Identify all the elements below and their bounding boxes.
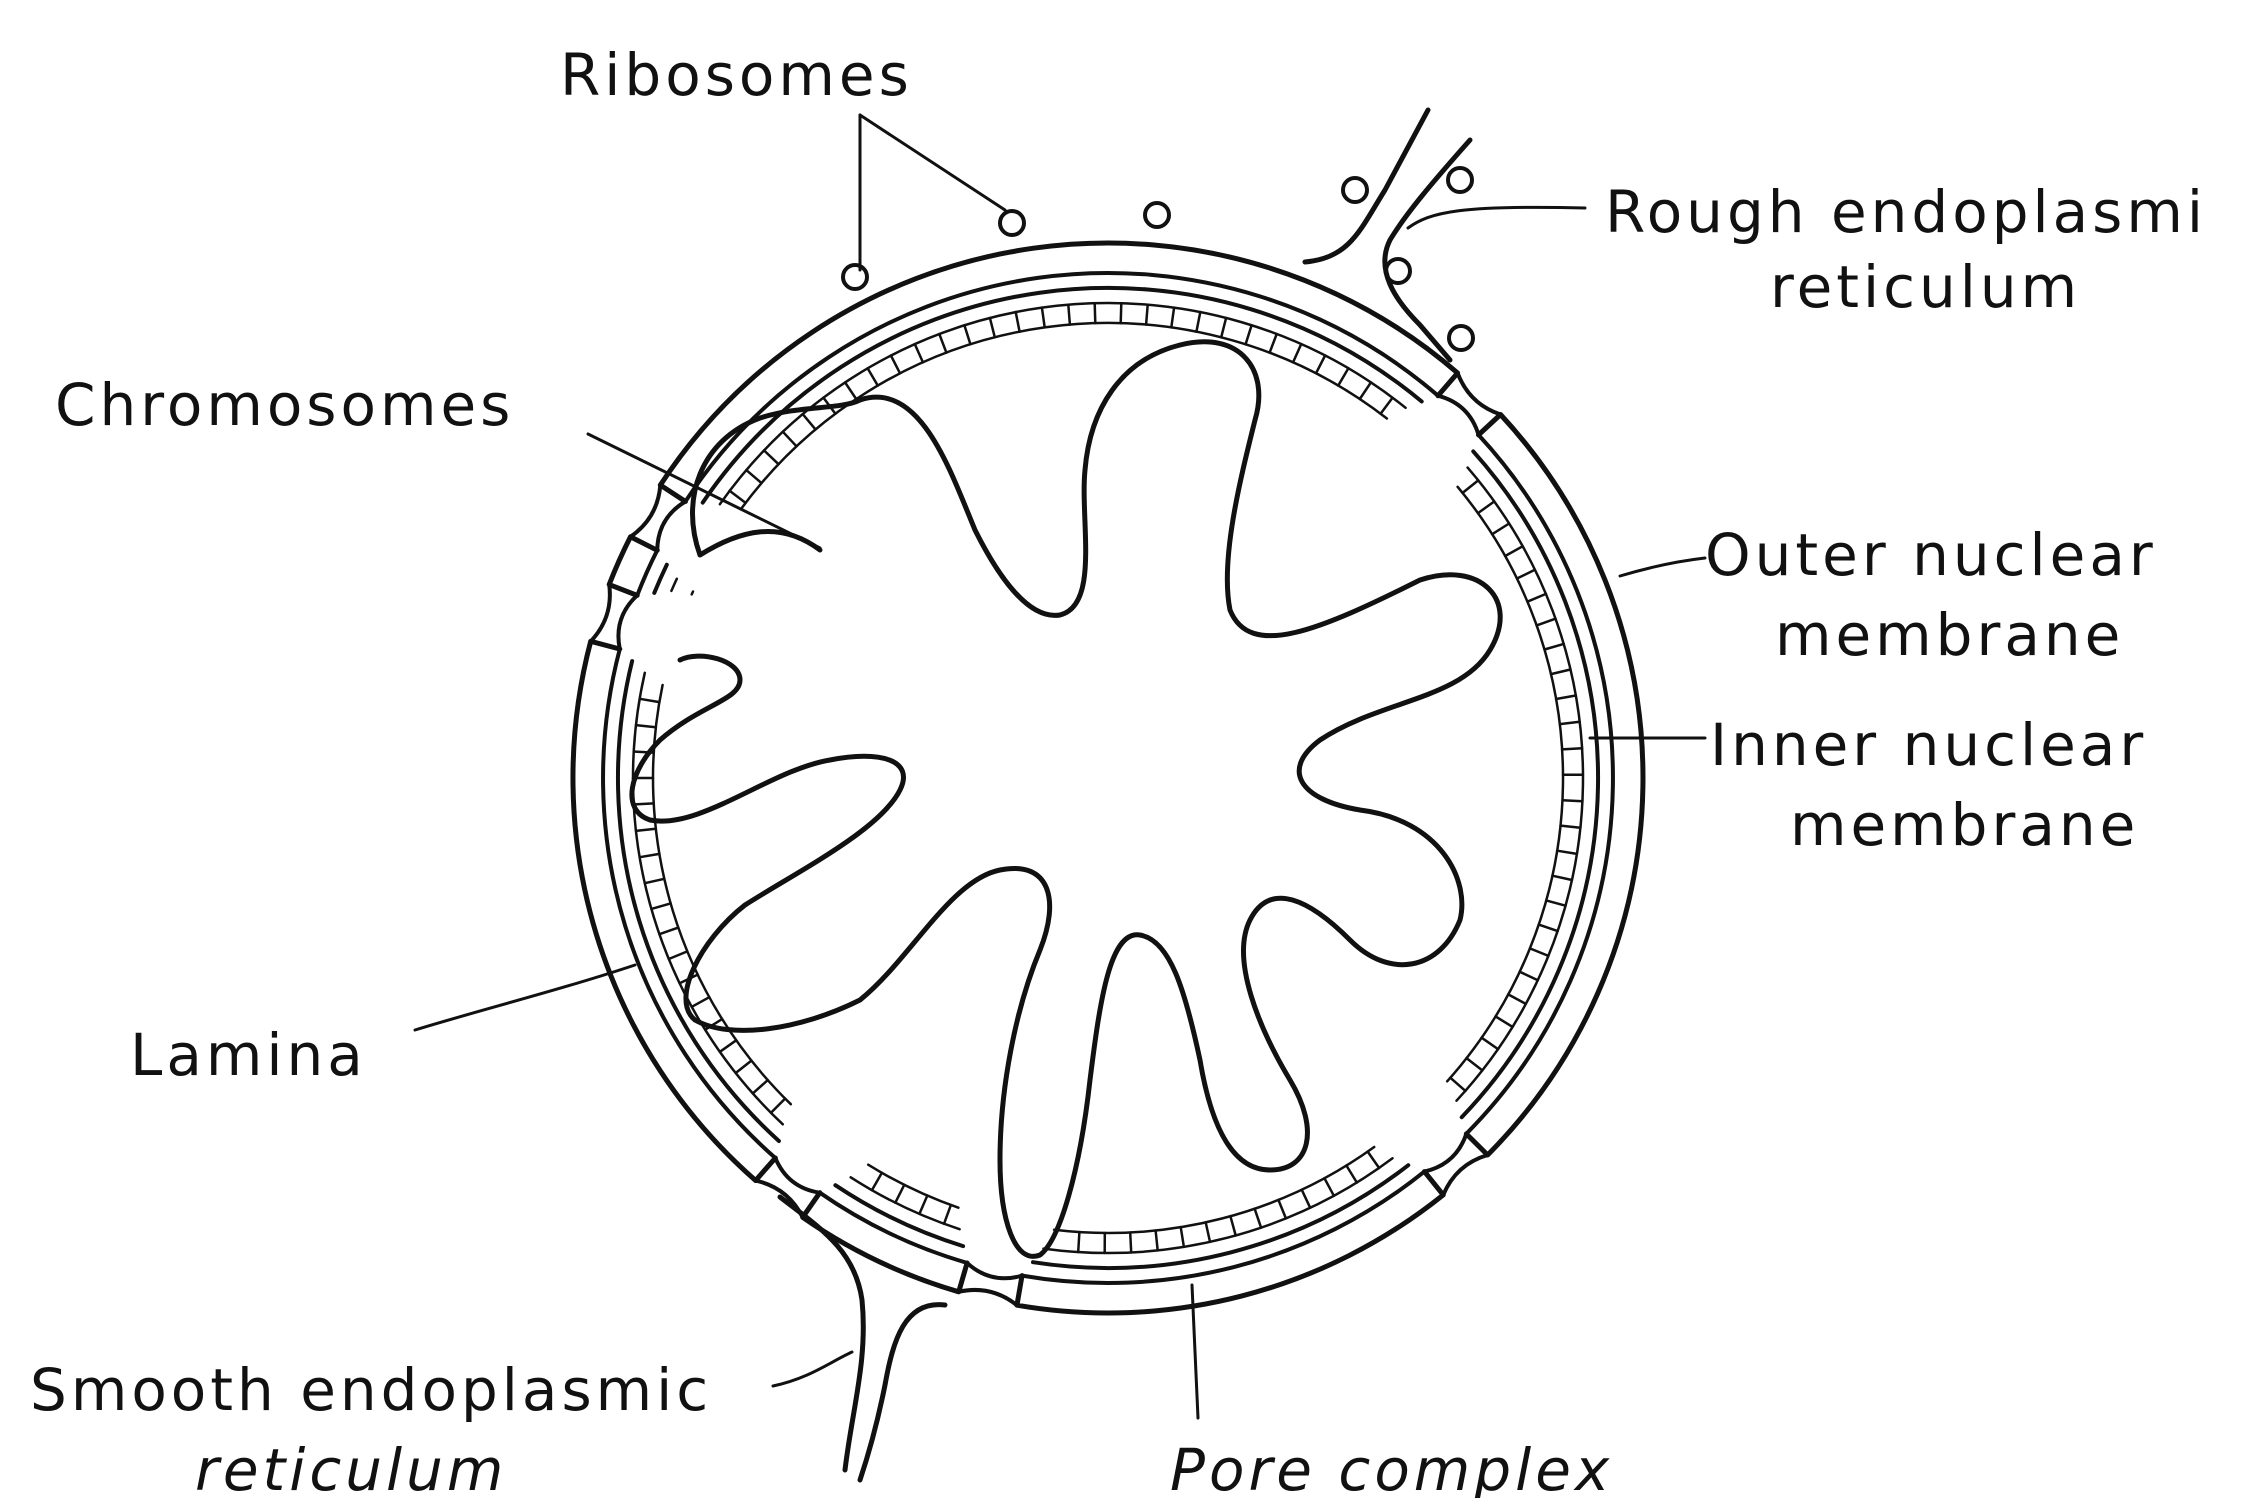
- ribosome: [1448, 168, 1472, 192]
- inner-nuclear-membrane: [603, 273, 1613, 1283]
- label-outer-membrane-line2: membrane: [1775, 601, 2124, 669]
- ribosome: [1386, 259, 1410, 283]
- chromosomes: [632, 342, 1500, 1257]
- label-smooth-er-line1: Smooth endoplasmic: [30, 1356, 712, 1424]
- smooth-endoplasmic-reticulum: [780, 1197, 945, 1480]
- label-chromosomes: Chromosomes: [55, 371, 514, 439]
- leader-chromosomes: [588, 434, 820, 548]
- ribosome: [843, 265, 867, 289]
- label-rough-er-line1: Rough endoplasmi: [1605, 178, 2207, 246]
- label-pore-complex: Pore complex: [1170, 1436, 1613, 1498]
- label-smooth-er-line2: reticulum: [195, 1436, 507, 1498]
- label-inner-membrane-line2: membrane: [1790, 791, 2139, 859]
- pore-complexes: [591, 373, 1501, 1305]
- label-ribosomes: Ribosomes: [560, 41, 913, 109]
- ribosome: [1145, 203, 1169, 227]
- label-rough-er-line2: reticulum: [1770, 253, 2081, 321]
- leader-rough-er: [1408, 207, 1585, 228]
- ribosomes: [843, 168, 1473, 350]
- label-lamina: Lamina: [130, 1021, 367, 1089]
- leader-ribosomes-2: [860, 115, 1005, 210]
- leader-lamina: [415, 965, 635, 1030]
- label-outer-membrane-line1: Outer nuclear: [1705, 521, 2157, 589]
- label-inner-membrane-line1: Inner nuclear: [1710, 711, 2147, 779]
- leader-smooth-er: [773, 1352, 852, 1386]
- ribosome: [1343, 178, 1367, 202]
- ribosome: [1000, 211, 1024, 235]
- leader-outer-membrane: [1620, 558, 1705, 576]
- ribosome: [1449, 326, 1473, 350]
